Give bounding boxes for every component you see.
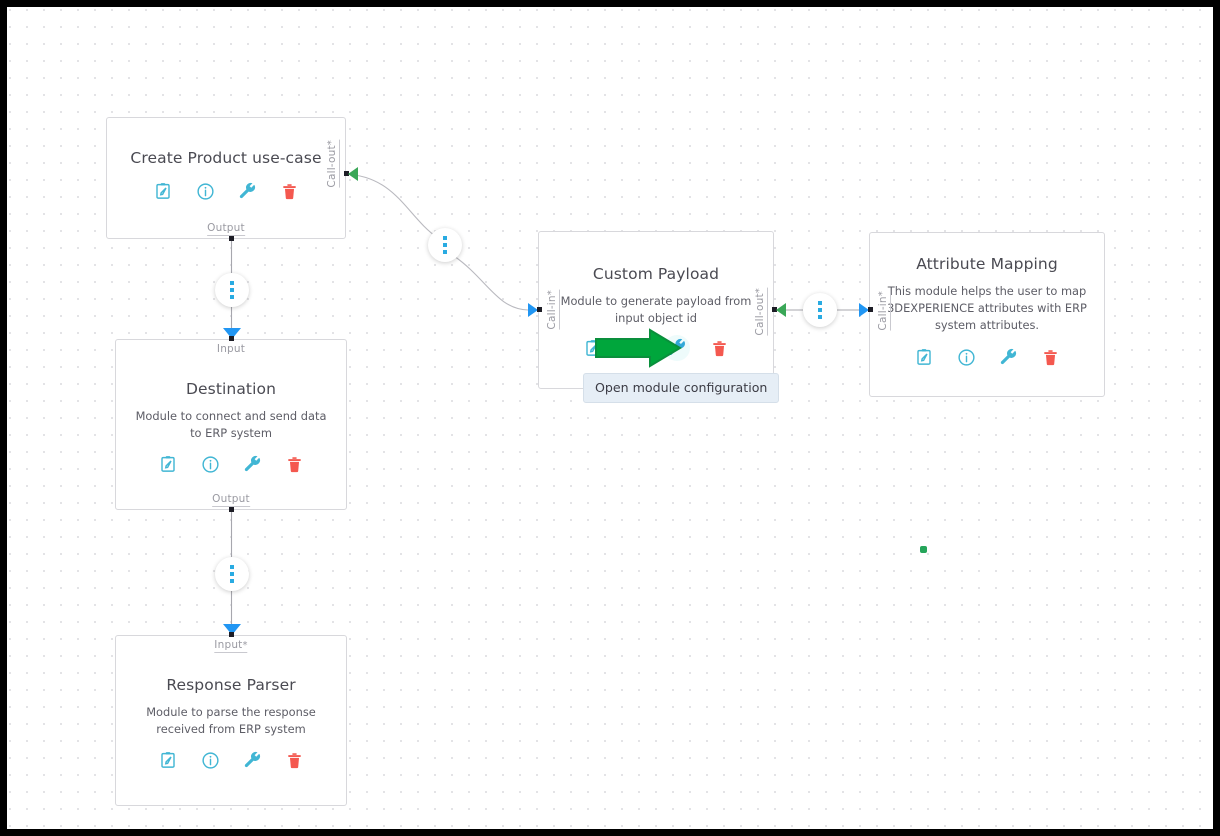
node-custom-payload[interactable]: Custom Payload Module to generate payloa…	[538, 231, 774, 389]
port-arrow-call-in-custom-payload[interactable]	[528, 303, 538, 317]
edit-icon[interactable]	[911, 344, 937, 370]
node-title: Attribute Mapping	[916, 255, 1058, 273]
port-handle-call-out-custom-payload[interactable]	[772, 307, 777, 312]
port-label-input[interactable]: Input*	[214, 639, 248, 653]
port-arrow-call-out-custom-payload[interactable]	[776, 303, 786, 317]
port-handle-call-in-attribute-mapping[interactable]	[868, 307, 873, 312]
port-label-call-in[interactable]: Call-in*	[877, 291, 891, 331]
port-arrow-call-in-attribute-mapping[interactable]	[859, 303, 869, 317]
port-handle-output[interactable]	[229, 236, 234, 241]
edge-menu-custom-payload-to-attribute-mapping[interactable]	[803, 293, 837, 327]
port-label-call-in[interactable]: Call-in*	[546, 290, 560, 330]
cursor-position-marker	[920, 546, 927, 553]
kebab-menu-icon	[443, 250, 447, 254]
node-title: Response Parser	[166, 676, 296, 694]
node-title: Custom Payload	[592, 265, 720, 283]
edit-icon[interactable]	[155, 747, 181, 773]
trash-icon[interactable]	[706, 335, 732, 361]
node-attribute-mapping[interactable]: Attribute Mapping This module helps the …	[869, 232, 1105, 397]
trash-icon[interactable]	[281, 747, 307, 773]
port-handle-call-out[interactable]	[344, 171, 349, 176]
node-description: Module to parse the response received fr…	[146, 705, 316, 736]
info-icon[interactable]	[192, 178, 218, 204]
kebab-menu-icon	[230, 579, 234, 583]
port-label-call-out[interactable]: Call-out*	[754, 288, 768, 336]
wrench-icon[interactable]	[995, 344, 1021, 370]
kebab-menu-icon	[230, 565, 234, 569]
port-call-out-text: Call-out	[326, 145, 338, 188]
node-action-icons	[116, 451, 346, 477]
edge-menu-create-product-to-custom-payload[interactable]	[428, 228, 462, 262]
kebab-menu-icon	[230, 572, 234, 576]
port-required-asterisk: *	[877, 291, 888, 297]
info-icon[interactable]	[953, 344, 979, 370]
node-action-icons	[870, 344, 1104, 370]
edge-menu-create-product-to-destination[interactable]	[215, 273, 249, 307]
info-icon[interactable]	[197, 747, 223, 773]
node-description: Module to generate payload from input ob…	[560, 294, 752, 325]
port-required-asterisk: *	[242, 640, 248, 651]
trash-icon[interactable]	[281, 451, 307, 477]
port-arrow-call-out[interactable]	[348, 167, 358, 181]
info-icon[interactable]	[197, 451, 223, 477]
node-title: Destination	[185, 380, 277, 398]
port-handle-call-in-custom-payload[interactable]	[537, 307, 542, 312]
node-description: This module helps the user to map 3DEXPE…	[887, 284, 1087, 332]
node-destination[interactable]: Input Destination Module to connect and …	[115, 339, 347, 510]
port-label-call-out[interactable]: Call-out*	[326, 140, 340, 188]
wrench-icon[interactable]	[234, 178, 260, 204]
info-icon[interactable]	[622, 335, 648, 361]
kebab-menu-icon	[230, 295, 234, 299]
port-label-input[interactable]: Input	[216, 343, 246, 355]
port-call-out-text: Call-out	[754, 293, 766, 336]
tooltip-open-module-configuration: Open module configuration	[583, 373, 780, 403]
port-call-in-text: Call-in	[546, 295, 558, 330]
port-handle-input-destination[interactable]	[229, 336, 234, 341]
wrench-icon[interactable]	[239, 747, 265, 773]
port-label-output[interactable]: Output	[212, 493, 250, 507]
flow-canvas[interactable]: Create Product use-case	[7, 7, 1213, 829]
node-create-product-use-case[interactable]: Create Product use-case	[106, 117, 346, 239]
node-action-icons	[116, 747, 346, 773]
port-required-asterisk: *	[754, 288, 765, 294]
trash-icon[interactable]	[276, 178, 302, 204]
port-required-asterisk: *	[546, 290, 557, 296]
port-call-in-text: Call-in	[877, 296, 889, 331]
port-handle-output-destination[interactable]	[229, 507, 234, 512]
port-required-asterisk: *	[326, 140, 337, 146]
kebab-menu-icon	[443, 236, 447, 240]
wrench-icon[interactable]	[664, 335, 690, 361]
wrench-icon[interactable]	[239, 451, 265, 477]
port-arrow-input-destination[interactable]	[223, 328, 241, 339]
port-label-output[interactable]: Output	[207, 222, 245, 236]
kebab-menu-icon	[818, 301, 822, 305]
port-input-text: Input	[214, 639, 243, 651]
trash-icon[interactable]	[1037, 344, 1063, 370]
edit-icon[interactable]	[580, 335, 606, 361]
port-handle-input-response-parser[interactable]	[229, 632, 234, 637]
kebab-menu-icon	[230, 281, 234, 285]
node-title: Create Product use-case	[130, 149, 322, 167]
kebab-menu-icon	[818, 315, 822, 319]
edit-icon[interactable]	[155, 451, 181, 477]
kebab-menu-icon	[443, 243, 447, 247]
edge-menu-destination-to-response-parser[interactable]	[215, 557, 249, 591]
kebab-menu-icon	[818, 308, 822, 312]
port-arrow-input-response-parser[interactable]	[223, 624, 241, 635]
kebab-menu-icon	[230, 288, 234, 292]
node-action-icons	[107, 178, 345, 204]
node-response-parser[interactable]: Input* Response Parser Module to parse t…	[115, 635, 347, 806]
node-description: Module to connect and send data to ERP s…	[135, 409, 327, 440]
edit-icon[interactable]	[150, 178, 176, 204]
node-action-icons	[539, 335, 773, 361]
